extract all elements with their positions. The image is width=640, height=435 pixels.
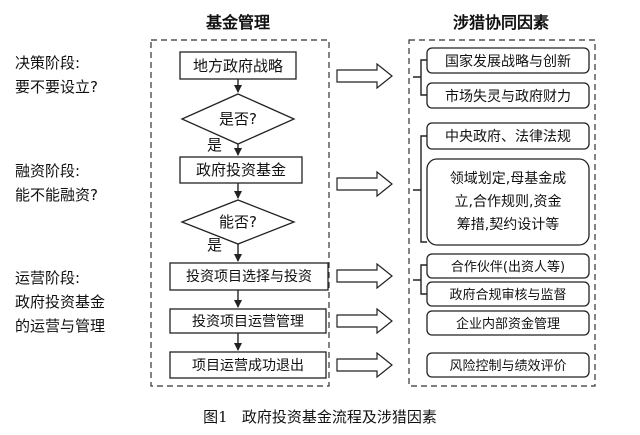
step-successful-exit-label: 项目运营成功退出 (192, 358, 304, 374)
factor-fund-design-line3: 筹措,契约设计等 (457, 216, 559, 233)
decision-whether: 是否? (180, 93, 296, 145)
factor-risk-control-label: 风险控制与绩效评价 (449, 359, 566, 374)
synergy-factors-group (408, 39, 596, 387)
synergy-factors-header: 涉猎协同因素 (453, 13, 549, 32)
step-government-investment-fund-label: 政府投资基金 (196, 161, 286, 179)
step-successful-exit: 项目运营成功退出 (169, 351, 327, 379)
factor-national-strategy: 国家发展战略与创新 (426, 47, 590, 74)
factor-partners: 合作伙伴(出资人等) (426, 253, 590, 279)
stage-decision-question: 要不要设立? (15, 78, 98, 96)
factor-compliance-label: 政府合规审核与监督 (449, 288, 566, 303)
step-government-investment-fund: 政府投资基金 (179, 156, 303, 184)
bracket-financing-factors (413, 135, 427, 243)
bracket-selection-factors (413, 264, 427, 295)
step-project-operation-label: 投资项目运营管理 (192, 314, 304, 330)
fund-management-header: 基金管理 (205, 13, 270, 32)
factor-central-government: 中央政府、法律法规 (426, 122, 590, 150)
decision-can: 能否? (180, 199, 296, 245)
hollow-arrow-financing (336, 170, 393, 198)
step-project-selection: 投资项目选择与投资 (169, 262, 329, 291)
stage-financing-title: 融资阶段: (15, 162, 80, 180)
stage-decision-title: 决策阶段: (15, 54, 80, 72)
fund-management-group (150, 39, 330, 387)
decision-whether-label: 是否? (219, 110, 257, 128)
factor-fund-design: 领域划定,母基金成 立,合作规则,资金 筹措,契约设计等 (426, 158, 590, 246)
factor-partners-label: 合作伙伴(出资人等) (451, 259, 565, 275)
factor-central-government-label: 中央政府、法律法规 (445, 129, 571, 145)
hollow-arrow-selection (336, 262, 393, 290)
hollow-arrow-decision (336, 62, 393, 90)
decision-can-label: 能否? (219, 213, 257, 231)
factor-national-strategy-label: 国家发展战略与创新 (445, 53, 571, 70)
stage-financing-question: 能不能融资? (15, 186, 98, 204)
yes-label-1: 是 (207, 136, 222, 154)
step-project-operation: 投资项目运营管理 (169, 308, 327, 334)
factor-market-failure: 市场失灵与政府财力 (426, 82, 590, 109)
factor-risk-control: 风险控制与绩效评价 (426, 352, 590, 378)
hollow-arrow-operation (336, 307, 393, 335)
factor-fund-design-line2: 立,合作规则,资金 (455, 194, 562, 210)
step-local-government-strategy: 地方政府战略 (179, 51, 297, 80)
stage-operation-line3: 的运营与管理 (15, 317, 105, 335)
step-local-government-strategy-label: 地方政府战略 (193, 57, 283, 75)
factor-fund-design-line1: 领域划定,母基金成 (450, 170, 566, 187)
figure-caption: 图1 政府投资基金流程及涉猎因素 (203, 408, 437, 426)
bracket-decision-factors (413, 59, 427, 96)
stage-operation-line2: 政府投资基金 (15, 293, 105, 311)
factor-compliance: 政府合规审核与监督 (426, 281, 590, 307)
stage-operation-title: 运营阶段: (15, 269, 80, 287)
hollow-arrow-exit (336, 351, 393, 379)
stage-financing: 融资阶段: 能不能融资? (15, 162, 98, 204)
stage-decision: 决策阶段: 要不要设立? (15, 54, 98, 96)
yes-label-2: 是 (207, 236, 222, 254)
factor-internal-funds: 企业内部资金管理 (426, 310, 590, 336)
step-project-selection-label: 投资项目选择与投资 (186, 269, 312, 285)
stage-operation: 运营阶段: 政府投资基金 的运营与管理 (15, 269, 105, 335)
factor-market-failure-label: 市场失灵与政府财力 (445, 88, 571, 105)
factor-internal-funds-label: 企业内部资金管理 (456, 316, 560, 332)
